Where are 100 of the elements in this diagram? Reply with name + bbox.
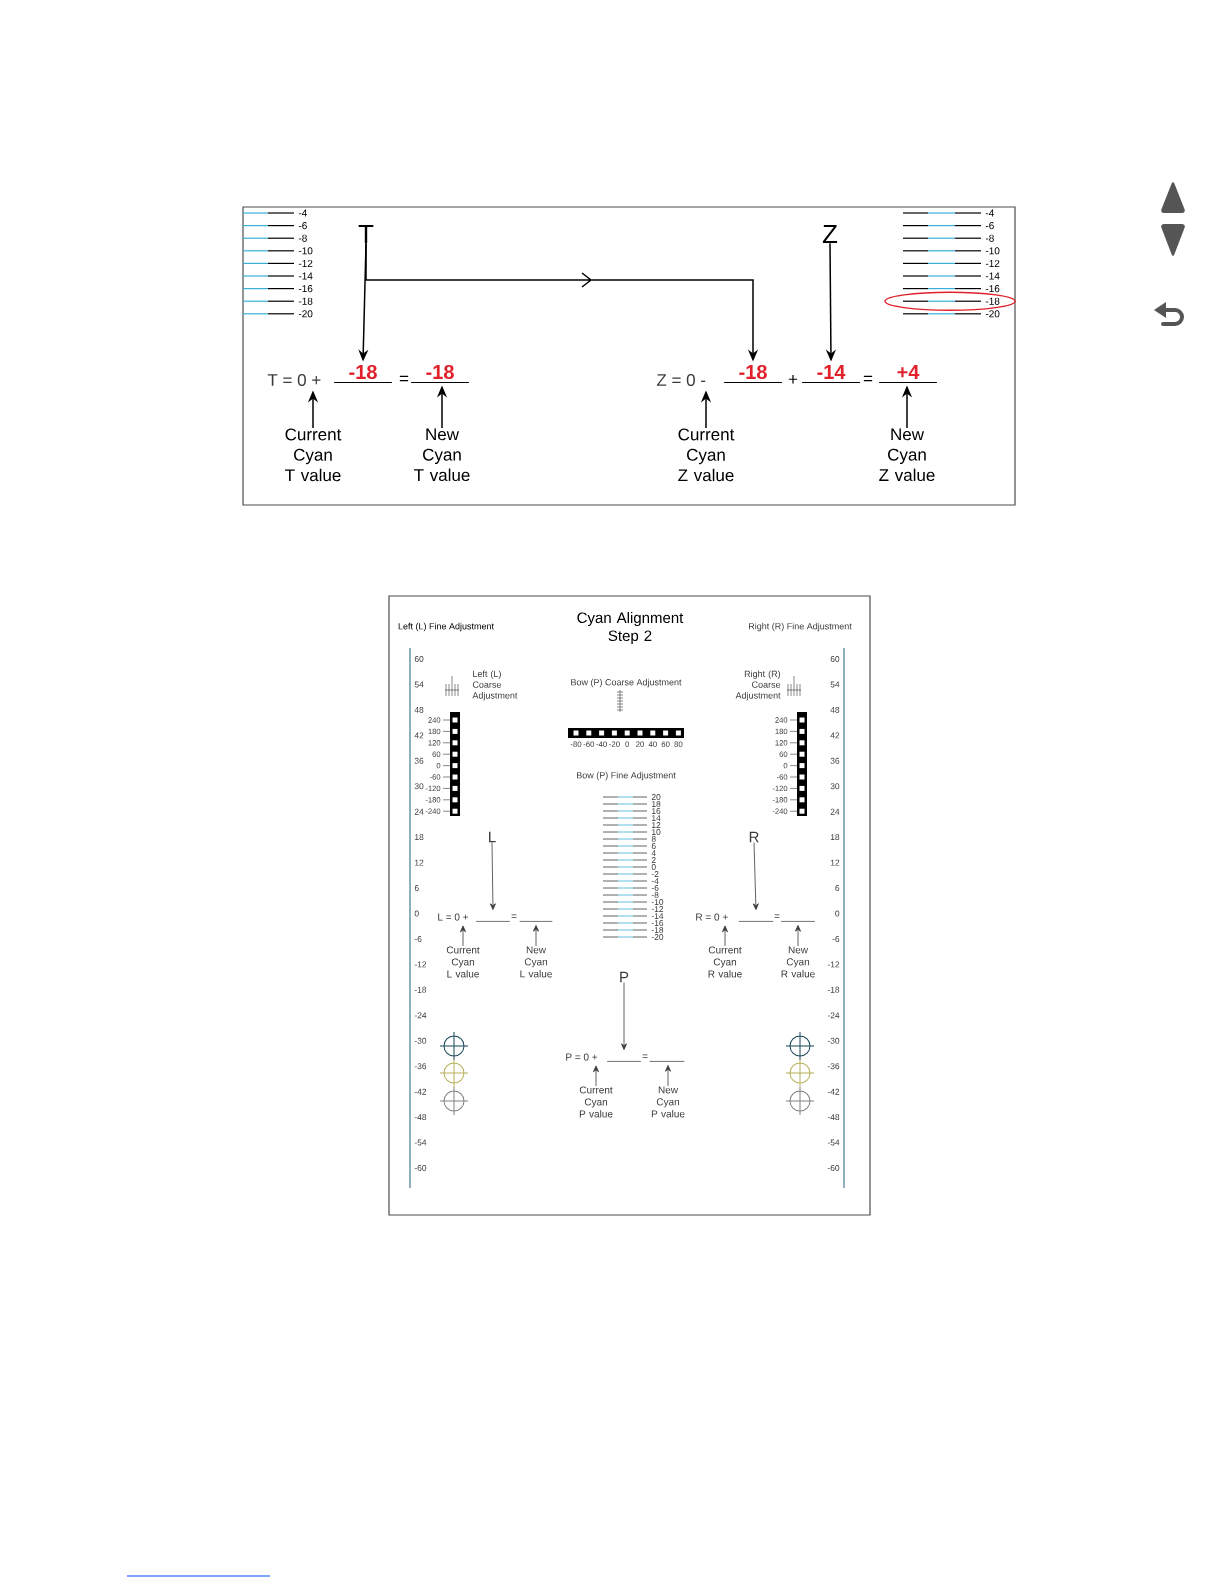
scale-number: -16 xyxy=(985,285,1000,293)
scale-number: -20 xyxy=(985,310,1000,318)
answer-blank: -18 xyxy=(723,364,783,383)
scale-number: -8 xyxy=(298,234,307,242)
value-caption: Current Cyan P value xyxy=(579,1086,613,1118)
scale-number: -18 xyxy=(651,927,664,933)
scale-number: -42 xyxy=(827,1088,840,1095)
scale-number: -14 xyxy=(985,272,1000,280)
caption-text: Right (R) Coarse Adjustment xyxy=(735,670,781,701)
fill-in-line xyxy=(606,1061,642,1062)
scale-number: 4 xyxy=(651,850,656,856)
equation-text: + xyxy=(788,375,798,384)
scale-number: -12 xyxy=(414,961,427,968)
scale-number: -24 xyxy=(414,1012,427,1019)
equation-text: = xyxy=(774,914,780,918)
scale-number: -54 xyxy=(827,1139,840,1146)
fill-in-line xyxy=(738,921,774,922)
scale-number: 12 xyxy=(830,859,840,866)
scale-number: 6 xyxy=(651,843,656,849)
arrow xyxy=(489,842,496,910)
scale-number: 0 xyxy=(835,910,840,917)
scale-number: -48 xyxy=(827,1114,840,1121)
scale-number: 60 xyxy=(830,656,840,662)
scale-number: 10 xyxy=(652,829,661,835)
value-caption: New Cyan Z value xyxy=(879,428,935,482)
scale-number: -4 xyxy=(651,878,659,884)
scale-number: -60 xyxy=(414,1165,427,1171)
value-caption: Current Cyan Z value xyxy=(678,428,735,482)
arrow xyxy=(533,925,539,947)
value-caption: New Cyan R value xyxy=(781,946,815,978)
scale-number: 16 xyxy=(652,808,661,814)
equation-text: L = 0 + xyxy=(438,913,469,921)
scale-number: 12 xyxy=(415,859,424,866)
scale-number: 0 xyxy=(414,910,419,917)
equation-text: = xyxy=(399,375,409,382)
scale-number: -10 xyxy=(985,247,1000,255)
scale-number: -6 xyxy=(985,222,994,230)
caption-text: Right (R) Fine Adjustment xyxy=(749,622,852,632)
value-caption: Current Cyan R value xyxy=(708,946,742,978)
scale-number: 48 xyxy=(830,706,840,713)
scale-number: 30 xyxy=(830,783,840,790)
scale-number: 42 xyxy=(414,732,424,739)
scale-number: 18 xyxy=(415,834,424,841)
letter-label: L xyxy=(489,831,496,843)
letter-label: P xyxy=(620,971,629,983)
equation-text: T = 0 + xyxy=(267,374,321,386)
scale-number: -18 xyxy=(414,986,427,993)
scale-number: -6 xyxy=(414,936,422,942)
scale-number: 24 xyxy=(830,808,840,815)
scale-number: 60 xyxy=(414,656,424,662)
letter-label: Z xyxy=(822,225,838,243)
scale-number: 54 xyxy=(414,681,424,688)
equation-text: = xyxy=(642,1054,648,1058)
value-caption: New Cyan L value xyxy=(520,946,552,978)
value-caption: New Cyan P value xyxy=(651,1086,685,1118)
fill-in-line xyxy=(780,921,816,922)
arrow xyxy=(621,982,627,1050)
letter-label: R xyxy=(749,831,759,843)
scale-number: -2 xyxy=(651,871,659,877)
scale-number: -18 xyxy=(298,297,313,305)
scale-number: -10 xyxy=(298,247,313,255)
fill-in-line xyxy=(519,921,553,922)
scale-number: 48 xyxy=(414,706,424,713)
scale-number: 8 xyxy=(651,836,656,842)
equation-text: P = 0 + xyxy=(566,1053,598,1061)
caption-text: Bow (P) Coarse Adjustment xyxy=(571,678,682,688)
scale-number: -36 xyxy=(414,1063,427,1070)
value-caption: Current Cyan T value xyxy=(285,428,342,482)
scale-number: -42 xyxy=(414,1088,427,1095)
scale-number: 0 xyxy=(651,864,656,870)
scale-number: -8 xyxy=(651,892,659,898)
answer-blank: -18 xyxy=(333,364,393,383)
arrow xyxy=(665,1065,671,1087)
equation-text: = xyxy=(511,914,517,918)
arrow xyxy=(460,925,466,947)
arrow xyxy=(752,842,759,910)
arrow xyxy=(795,925,801,947)
scale-number: 18 xyxy=(830,834,840,841)
equation-text: Z = 0 - xyxy=(656,374,706,386)
scale-number: -24 xyxy=(827,1012,840,1019)
scale-number: -18 xyxy=(827,986,840,993)
caption-text: Left (L) Fine Adjustment xyxy=(398,622,494,632)
scale-number: -36 xyxy=(827,1063,840,1070)
scale-number: -8 xyxy=(985,234,994,242)
scale-number: -4 xyxy=(985,209,994,217)
scale-number: 36 xyxy=(414,757,424,764)
fill-in-line xyxy=(475,921,511,922)
scale-number: -14 xyxy=(651,913,664,919)
scale-number: 24 xyxy=(414,808,424,815)
scale-number: -60 xyxy=(827,1165,840,1171)
value-caption: Current Cyan L value xyxy=(446,946,480,978)
scale-number: -48 xyxy=(414,1114,427,1121)
arrow xyxy=(593,1065,599,1087)
scale-number: -30 xyxy=(827,1037,840,1044)
scale-number: -16 xyxy=(651,920,664,926)
arrow xyxy=(722,925,728,947)
scale-number: -12 xyxy=(827,961,840,968)
fill-in-line xyxy=(649,1061,685,1062)
scale-number: 6 xyxy=(835,885,840,891)
value-caption: New Cyan T value xyxy=(414,428,470,482)
